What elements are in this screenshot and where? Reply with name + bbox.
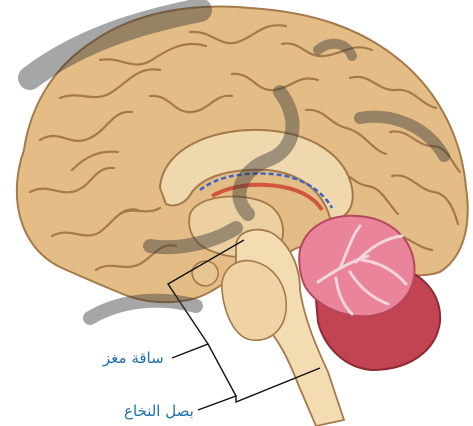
brainstem-label: ساقة مغز <box>103 349 164 367</box>
bracket-connector <box>208 344 236 396</box>
pituitary <box>192 261 218 286</box>
medulla-oblongata-label: بصل النخاع <box>124 402 194 420</box>
